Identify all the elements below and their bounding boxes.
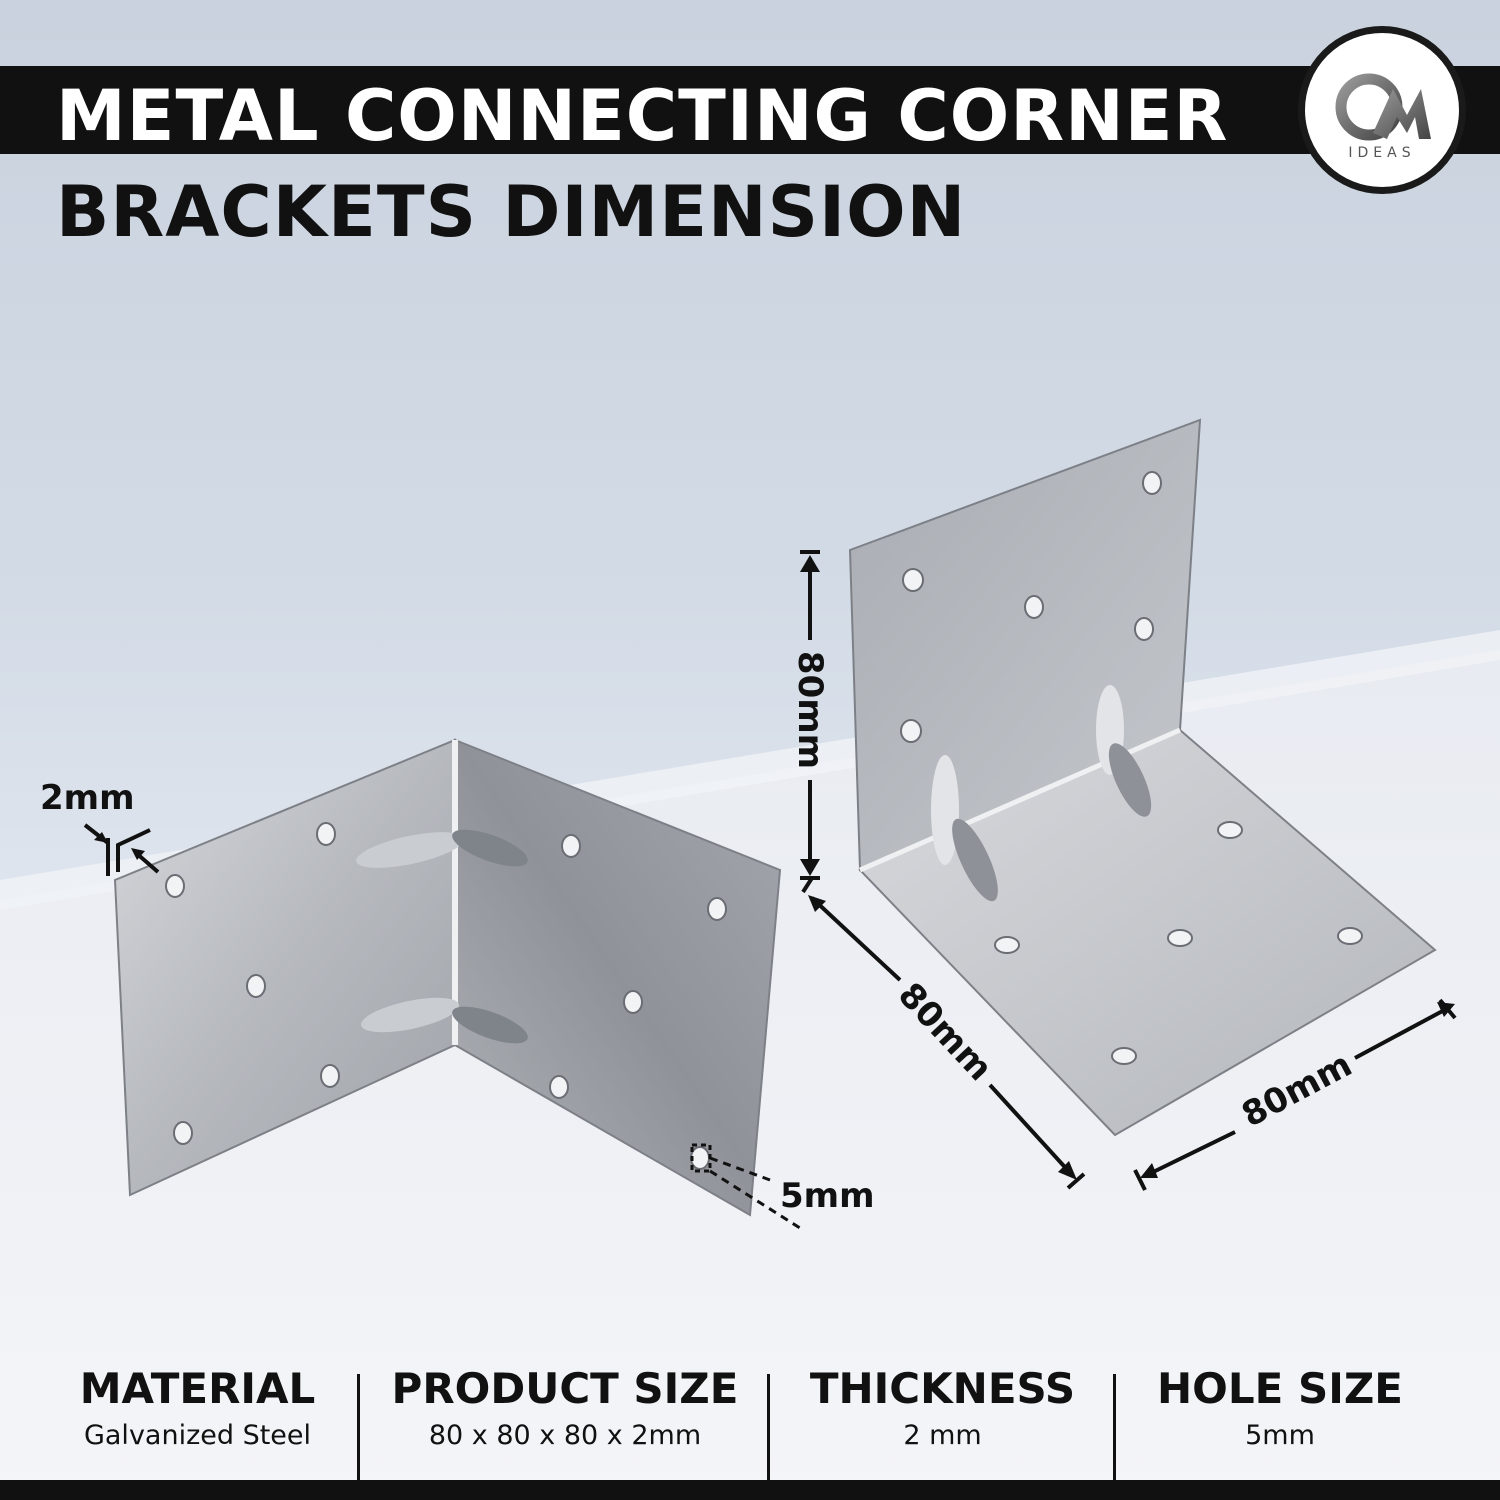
spec-heading: HOLE SIZE bbox=[1157, 1364, 1403, 1413]
spec-hole-size: HOLE SIZE 5mm bbox=[1130, 1360, 1430, 1480]
thickness-label: 2mm bbox=[40, 778, 135, 818]
spec-value: Galvanized Steel bbox=[83, 1420, 312, 1451]
bottom-bar bbox=[0, 1480, 1500, 1500]
page-subtitle: BRACKETS DIMENSION bbox=[56, 171, 967, 253]
spec-divider bbox=[1113, 1374, 1116, 1480]
spec-table: MATERIAL Galvanized Steel PRODUCT SIZE 8… bbox=[0, 1360, 1500, 1480]
spec-material: MATERIAL Galvanized Steel bbox=[40, 1360, 355, 1480]
right-bracket bbox=[848, 418, 1437, 1137]
logo-mark-icon bbox=[1335, 73, 1431, 141]
title-bar bbox=[0, 66, 1500, 154]
spec-value: 5mm bbox=[1245, 1420, 1315, 1451]
spec-heading: PRODUCT SIZE bbox=[391, 1364, 739, 1413]
left-bracket bbox=[113, 738, 782, 1217]
spec-heading: MATERIAL bbox=[79, 1364, 316, 1413]
spec-product-size: PRODUCT SIZE 80 x 80 x 80 x 2mm bbox=[375, 1360, 755, 1480]
logo-text: IDEAS bbox=[1348, 145, 1416, 161]
spec-divider bbox=[767, 1374, 770, 1480]
height-label: 80mm bbox=[790, 650, 830, 770]
spec-value: 80 x 80 x 80 x 2mm bbox=[428, 1420, 702, 1451]
page-title: METAL CONNECTING CORNER bbox=[56, 75, 1229, 157]
spec-heading: THICKNESS bbox=[809, 1364, 1076, 1413]
spec-thickness: THICKNESS 2 mm bbox=[785, 1360, 1100, 1480]
hole-label: 5mm bbox=[780, 1176, 875, 1216]
brand-logo: IDEAS bbox=[1298, 26, 1466, 194]
spec-value: 2 mm bbox=[903, 1420, 982, 1451]
dimension-lines bbox=[83, 550, 1457, 1230]
spec-divider bbox=[357, 1374, 360, 1480]
